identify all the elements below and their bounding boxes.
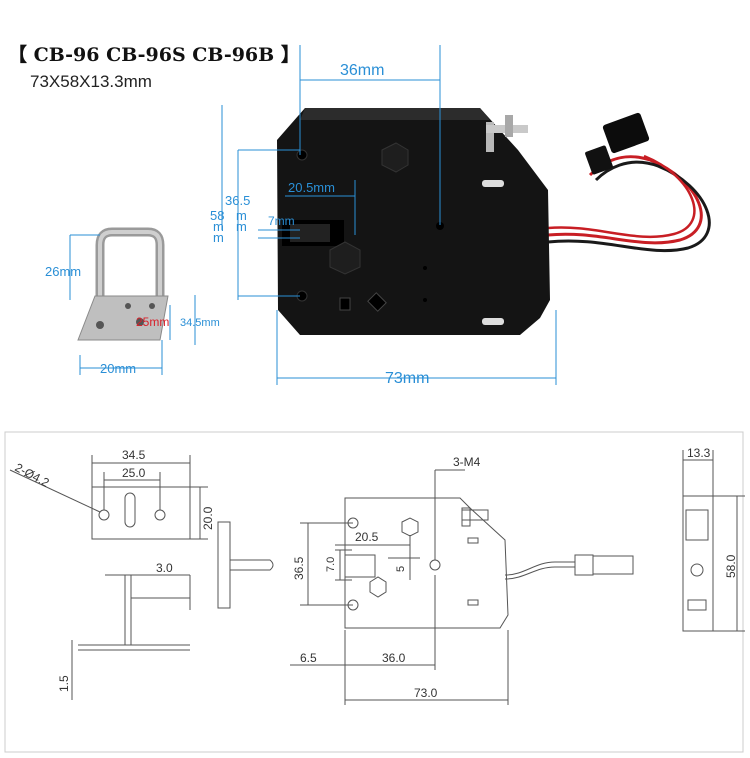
dim-26mm: 26mm — [45, 264, 81, 279]
dwg-73-0: 73.0 — [414, 686, 438, 700]
dim-36-5: 36.5 — [225, 193, 250, 208]
bracket-photo — [77, 227, 169, 341]
dim-34-5mm: 34.5mm — [180, 317, 220, 329]
dwg-20-0: 20.0 — [201, 506, 215, 530]
dim-73mm: 73mm — [385, 370, 429, 387]
dim-58-m2: m — [213, 230, 224, 245]
dwg-thread: 3-M4 — [453, 455, 481, 469]
dim-58: 58 — [210, 208, 224, 223]
dim-20-5mm: 20.5mm — [288, 180, 335, 195]
dwg-5: 5 — [395, 566, 407, 572]
dwg-3-0: 3.0 — [156, 561, 173, 575]
dwg-7-0: 7.0 — [325, 557, 337, 572]
dwg-6-5: 6.5 — [300, 651, 317, 665]
dim-58-m1: m — [213, 219, 224, 234]
dwg-hole: 2-Ø4.2 — [13, 460, 52, 490]
lock-body-photo — [277, 108, 550, 335]
dwg-1-5: 1.5 — [57, 675, 71, 692]
dim-25mm: 25mm — [136, 315, 169, 329]
dim-36mm: 36mm — [340, 62, 384, 79]
dwg-13-3: 13.3 — [687, 446, 711, 460]
product-dimensions: 73X58X13.3mm — [30, 72, 152, 91]
dwg-36-0: 36.0 — [382, 651, 406, 665]
drawing-frame — [4, 431, 744, 753]
dim-20mm: 20mm — [100, 361, 136, 376]
dim-7mm: 7mm — [268, 214, 295, 228]
dim-36-5-m2: m — [236, 219, 247, 234]
dim-36-5-m1: m — [236, 208, 247, 223]
product-title: 【 CB-96 CB-96S CB-96B 】 — [8, 44, 300, 66]
dwg-58-0: 58.0 — [724, 554, 738, 578]
dwg-25-0: 25.0 — [122, 466, 146, 480]
wire-harness — [547, 112, 711, 253]
photo-dimension-lines — [69, 45, 557, 385]
dwg-20-5: 20.5 — [355, 530, 379, 544]
dwg-34-5: 34.5 — [122, 448, 146, 462]
drawing-lines — [9, 450, 745, 705]
dwg-36-5: 36.5 — [292, 556, 306, 580]
